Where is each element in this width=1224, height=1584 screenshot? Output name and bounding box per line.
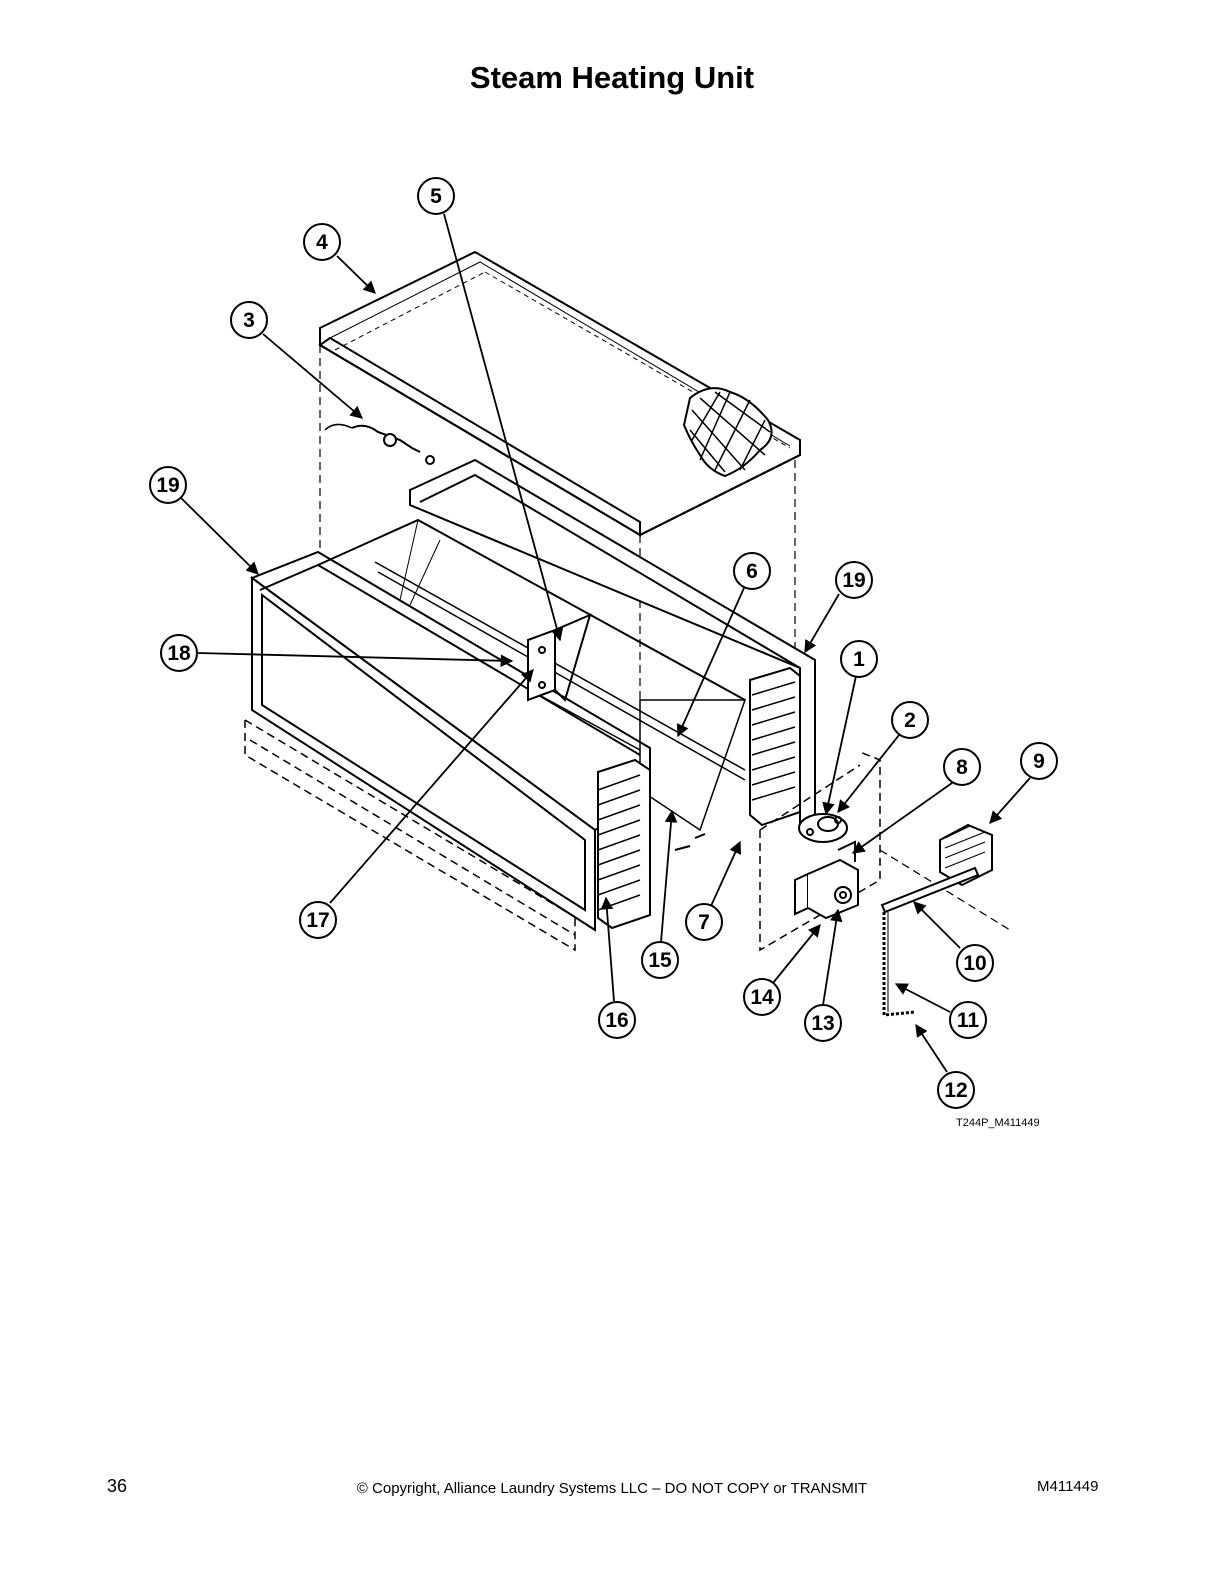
callout-3: 3 (230, 301, 268, 339)
svg-text:16: 16 (605, 1009, 628, 1032)
page-title: Steam Heating Unit (469, 60, 755, 95)
copyright-notice: © Copyright, Alliance Laundry Systems LL… (356, 1480, 868, 1497)
svg-text:17: 17 (306, 909, 329, 932)
svg-text:18: 18 (167, 642, 191, 665)
callout-10: 10 (956, 944, 994, 982)
svg-text:8: 8 (956, 756, 968, 779)
callout-2: 2 (891, 701, 929, 739)
callout-15: 15 (641, 941, 679, 979)
svg-text:19: 19 (156, 474, 179, 497)
callout-12: 12 (937, 1071, 975, 1109)
svg-text:9: 9 (1033, 750, 1045, 773)
svg-text:3: 3 (243, 309, 255, 332)
callout-18: 18 (160, 634, 198, 672)
svg-text:12: 12 (944, 1079, 967, 1102)
svg-text:1: 1 (853, 648, 865, 671)
callout-6: 6 (733, 552, 771, 590)
svg-text:5: 5 (430, 185, 442, 208)
callout-7: 7 (685, 903, 723, 941)
svg-text:4: 4 (316, 231, 328, 254)
svg-text:10: 10 (963, 952, 986, 975)
callout-19-right: 19 (835, 561, 873, 599)
callout-13: 13 (804, 1004, 842, 1042)
callout-17: 17 (299, 901, 337, 939)
svg-text:2: 2 (904, 709, 916, 732)
callout-1: 1 (840, 640, 878, 678)
top-cover-drawing (318, 250, 801, 537)
callout-16: 16 (598, 1001, 636, 1039)
callout-9: 9 (1020, 742, 1058, 780)
svg-text:13: 13 (811, 1012, 834, 1035)
callout-19-left: 19 (149, 466, 187, 504)
heater-body-drawing (244, 423, 816, 952)
callout-11: 11 (949, 1001, 987, 1039)
page-number: 36 (107, 1476, 128, 1496)
callout-8: 8 (943, 748, 981, 786)
document-id: M411449 (1037, 1478, 1099, 1495)
callout-14: 14 (743, 978, 781, 1016)
svg-text:7: 7 (698, 911, 710, 934)
svg-text:19: 19 (842, 569, 865, 592)
svg-text:14: 14 (750, 986, 774, 1009)
svg-text:15: 15 (648, 949, 672, 972)
leader-lines (180, 213, 1031, 1073)
hardware-group-drawing (674, 751, 993, 1017)
callout-4: 4 (303, 223, 341, 261)
callout-5: 5 (417, 177, 455, 215)
svg-text:6: 6 (746, 560, 758, 583)
svg-text:11: 11 (957, 1009, 980, 1032)
figure-id: T244P_M411449 (956, 1117, 1040, 1129)
